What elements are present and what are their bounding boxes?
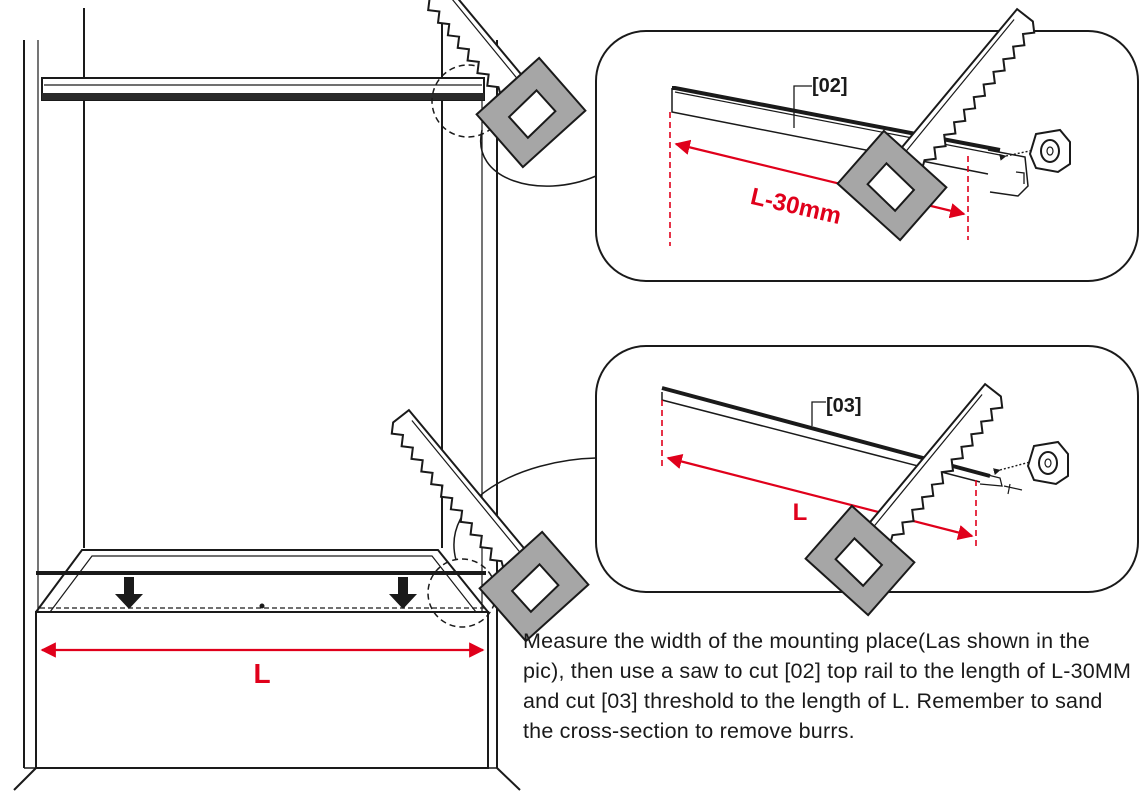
down-arrow-icon xyxy=(115,577,417,609)
threshold-part-label: [03] xyxy=(826,395,862,417)
detail-box-top-rail: [02] L-30mm xyxy=(595,0,1139,282)
bathtub xyxy=(35,457,597,769)
main-width-label: L xyxy=(253,658,270,689)
threshold-length-label: L xyxy=(793,499,808,526)
main-width-dimension: L xyxy=(40,642,485,689)
threshold-rail xyxy=(36,571,486,575)
top-rail-part-label: [02] xyxy=(812,75,848,97)
tape-measure-icon xyxy=(1029,129,1071,173)
tape-measure-icon xyxy=(1027,441,1069,485)
instruction-text: Measure the width of the mounting place(… xyxy=(523,629,1132,743)
detail-box-threshold: [03] L xyxy=(595,345,1139,619)
